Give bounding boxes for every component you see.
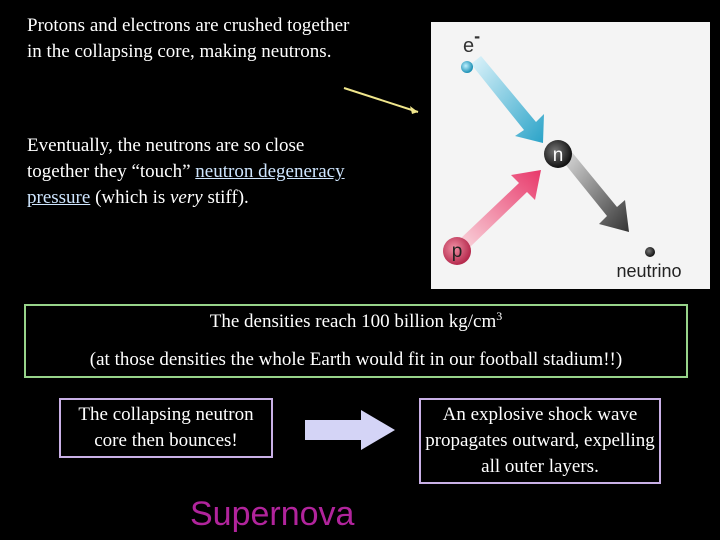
particle-diagram: e- n p neutrino: [431, 22, 710, 289]
para-text-2: (which is: [90, 187, 170, 208]
electron-arrow: [471, 56, 544, 143]
para-italic: very: [170, 187, 203, 208]
proton-particle: [443, 237, 471, 265]
intro-text: Protons and electrons are crushed togeth…: [27, 15, 350, 62]
shock-wave-box: An explosive shock wave propagates outwa…: [419, 398, 661, 484]
proton-label: p: [452, 241, 463, 262]
density-box: [24, 304, 688, 378]
pointer-line: [343, 87, 419, 114]
density-text: The densities reach 100 billion kg/cm: [209, 311, 497, 332]
para-text-1: Eventually, the neutrons are so close to…: [27, 135, 305, 182]
neutrino-arrow: [561, 151, 629, 232]
neutron-degeneracy-link[interactable]: neutron degeneracy pressure: [27, 161, 345, 208]
density-line-2: (at those densities the whole Earth woul…: [89, 349, 623, 370]
bounce-box: The collapsing neutron core then bounces…: [59, 398, 273, 458]
supernova-title: Supernova: [190, 495, 355, 533]
neutrino-particle: [645, 247, 655, 257]
para-text-3: stiff).: [202, 187, 249, 208]
proton-arrow: [459, 170, 541, 248]
density-line-1: The densities reach 100 billion kg/cm3: [24, 309, 688, 333]
right-arrow: [305, 410, 395, 450]
electron-particle: [461, 61, 473, 73]
degeneracy-paragraph: Eventually, the neutrons are so close to…: [27, 133, 367, 211]
density-exponent: 3: [496, 309, 503, 323]
neutron-particle: [544, 140, 572, 168]
particle-diagram-svg: e- n p neutrino: [443, 26, 682, 281]
neutron-label: n: [553, 145, 564, 166]
neutrino-label: neutrino: [616, 261, 681, 281]
electron-label: e-: [463, 26, 480, 57]
